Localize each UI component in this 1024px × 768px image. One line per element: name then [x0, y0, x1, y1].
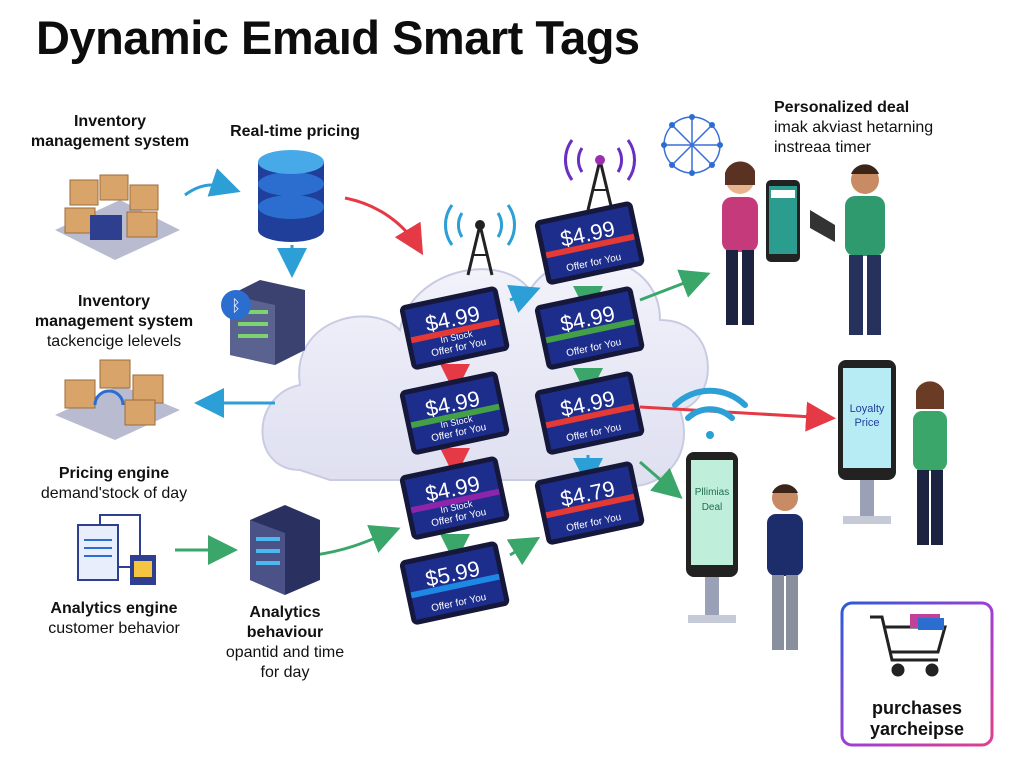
- kiosk-right-line2: Price: [854, 417, 879, 429]
- documents-icon: [77, 514, 156, 585]
- antenna-icon: [564, 139, 636, 211]
- price-tag-accent: [545, 493, 635, 519]
- boxes-icon: [55, 174, 180, 260]
- label-line: behaviour: [246, 624, 324, 641]
- database-icon: [258, 150, 324, 242]
- price-tag-screen: [404, 376, 505, 450]
- label-line: Pricing engine: [58, 465, 170, 482]
- label-line: instreaa timer: [774, 139, 871, 156]
- label-line: Inventory: [73, 113, 146, 130]
- phone-device: [766, 180, 800, 262]
- purchases-line2: yarcheipse: [870, 719, 964, 739]
- label-analytics-engine: Analytics engine customer behavior: [28, 599, 200, 639]
- person-shopper: [722, 161, 758, 325]
- svg-text:ᛒ: ᛒ: [231, 296, 241, 315]
- price-tag-screen: [539, 291, 640, 365]
- label-line: for day: [260, 664, 310, 681]
- price-tag-accent: [410, 488, 500, 514]
- person-customer: [767, 484, 803, 650]
- price-tag-screen: [404, 291, 505, 365]
- boxes-icon: [55, 359, 180, 440]
- label-line: Analytics: [249, 604, 321, 621]
- person-staff: [810, 164, 885, 335]
- label-line: Personalized deal: [774, 99, 910, 116]
- label-line: demand'stock of day: [40, 485, 188, 502]
- label-personalized-deal: Personalized deal imak akviast hetarning…: [774, 98, 933, 158]
- wifi-icon: [672, 387, 748, 439]
- label-line: management system: [34, 313, 194, 330]
- label-line: management system: [30, 133, 190, 150]
- label-analytics-behaviour: Analytics behaviour opantid and time for…: [208, 603, 362, 683]
- label-line: opantid and time: [225, 644, 345, 661]
- price-tag-screen: [539, 206, 640, 280]
- label-line: tackencige lelevels: [46, 333, 182, 350]
- kiosk-right: [838, 360, 896, 524]
- server-icon: [250, 505, 320, 595]
- kiosk-mid-line1: Pllimias: [695, 487, 729, 498]
- price-tag-accent: [545, 318, 635, 344]
- kiosk-right-line1: Loyalty: [850, 403, 885, 415]
- price-tag-screen: [404, 461, 505, 535]
- label-inventory-2: Inventory management system tackencige l…: [28, 292, 200, 352]
- page-title: Dynamic Emaıd Smart Tags: [36, 11, 640, 64]
- price-tag-accent: [410, 318, 500, 344]
- price-tag-accent: [410, 403, 500, 429]
- price-tag-screen: [404, 546, 505, 620]
- label-inventory-1: Inventory management system: [24, 112, 196, 152]
- label-line: Real-time pricing: [230, 123, 360, 140]
- person-customer: [913, 381, 947, 545]
- purchases-card: [840, 601, 994, 747]
- label-line: imak akviast hetarning: [774, 119, 934, 136]
- cart-icon: [870, 614, 947, 677]
- flow-arrows: [175, 168, 836, 566]
- kiosk-mid-line2: Deal: [702, 502, 723, 513]
- antenna-icon: [444, 204, 516, 276]
- label-realtime-pricing: Real-time pricing: [222, 122, 368, 142]
- price-tag-screen: [539, 466, 640, 540]
- network-icon: [661, 114, 723, 176]
- purchases-line1: purchases: [872, 698, 962, 718]
- bluetooth-icon: ᛒ: [221, 290, 251, 320]
- price-tag-accent: [545, 403, 635, 429]
- label-line: Analytics engine: [50, 600, 178, 617]
- label-pricing-engine: Pricing engine demand'stock of day: [28, 464, 200, 504]
- price-tag-screen: [539, 376, 640, 450]
- price-tag-accent: [545, 233, 635, 259]
- kiosk-mid: [686, 452, 738, 623]
- price-tag-accent: [410, 573, 500, 599]
- label-line: customer behavior: [48, 620, 180, 637]
- label-line: Inventory: [77, 293, 150, 310]
